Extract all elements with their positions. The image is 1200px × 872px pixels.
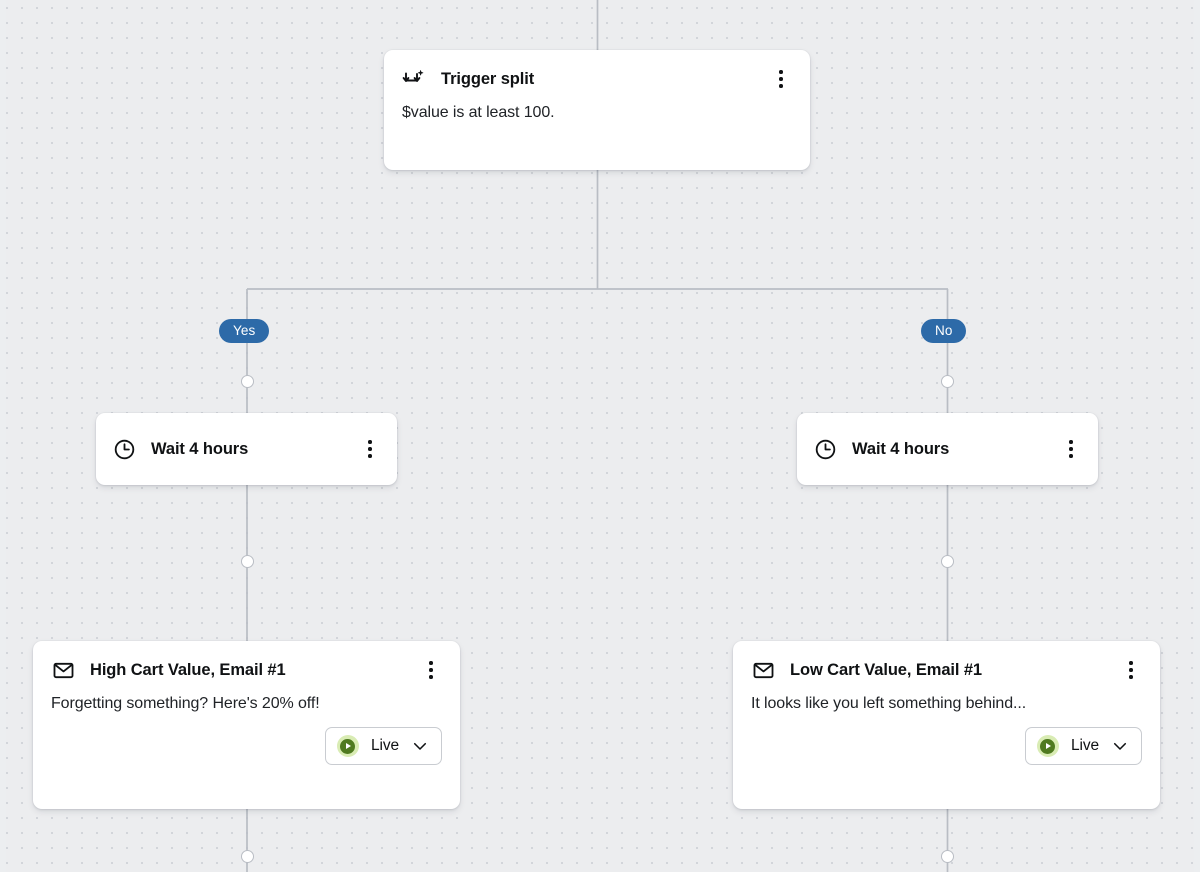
- card-description: Forgetting something? Here's 20% off!: [51, 695, 320, 712]
- status-select-live[interactable]: Live: [1024, 727, 1142, 765]
- node-card-wait-no[interactable]: Wait 4 hours: [797, 413, 1098, 485]
- node-card-email-yes[interactable]: High Cart Value, Email #1 Forgetting som…: [33, 641, 460, 809]
- kebab-menu-icon[interactable]: [1120, 658, 1142, 682]
- branch-label-yes[interactable]: Yes: [219, 319, 270, 343]
- card-header: Trigger split: [384, 50, 810, 91]
- connector-node-no-upper[interactable]: [941, 375, 954, 388]
- card-title: Low Cart Value, Email #1: [790, 660, 983, 679]
- status-select-live[interactable]: Live: [324, 727, 442, 765]
- connector-node-yes-lower[interactable]: [241, 850, 254, 863]
- card-header: High Cart Value, Email #1: [33, 641, 460, 682]
- clock-icon: [813, 437, 837, 461]
- card-footer: Live: [733, 713, 1160, 783]
- card-footer: Live: [33, 713, 460, 783]
- card-header: Low Cart Value, Email #1: [733, 641, 1160, 682]
- card-title: Trigger split: [441, 69, 535, 88]
- card-description: $value is at least 100.: [402, 104, 555, 121]
- node-card-email-no[interactable]: Low Cart Value, Email #1 It looks like y…: [733, 641, 1160, 809]
- mail-icon: [51, 658, 75, 682]
- kebab-menu-icon[interactable]: [359, 437, 381, 461]
- status-label: Live: [1070, 737, 1099, 754]
- kebab-menu-icon[interactable]: [1060, 437, 1082, 461]
- card-title: Wait 4 hours: [151, 439, 249, 458]
- connector-node-no-lower[interactable]: [941, 850, 954, 863]
- connector-node-no-mid[interactable]: [941, 555, 954, 568]
- mail-icon: [751, 658, 775, 682]
- status-label: Live: [370, 737, 399, 754]
- split-arrows-icon: [402, 67, 426, 91]
- kebab-menu-icon[interactable]: [420, 658, 442, 682]
- kebab-menu-icon[interactable]: [770, 67, 792, 91]
- connector-node-yes-upper[interactable]: [241, 375, 254, 388]
- clock-icon: [112, 437, 136, 461]
- canvas-left-gutter: [0, 0, 6, 872]
- card-description: It looks like you left something behind.…: [751, 695, 1027, 712]
- branch-label-no[interactable]: No: [921, 319, 967, 343]
- node-card-trigger-split[interactable]: Trigger split $value is at least 100.: [384, 50, 810, 170]
- card-title: Wait 4 hours: [852, 439, 950, 458]
- chevron-down-icon: [1111, 737, 1129, 755]
- chevron-down-icon: [411, 737, 429, 755]
- card-title: High Cart Value, Email #1: [90, 660, 286, 679]
- node-card-wait-yes[interactable]: Wait 4 hours: [96, 413, 397, 485]
- canvas-right-gutter: [1194, 0, 1200, 872]
- play-circle-icon: [336, 735, 359, 757]
- connector-node-yes-mid[interactable]: [241, 555, 254, 568]
- play-circle-icon: [1036, 735, 1059, 757]
- card-header: Wait 4 hours: [797, 413, 1098, 485]
- card-header: Wait 4 hours: [96, 413, 397, 485]
